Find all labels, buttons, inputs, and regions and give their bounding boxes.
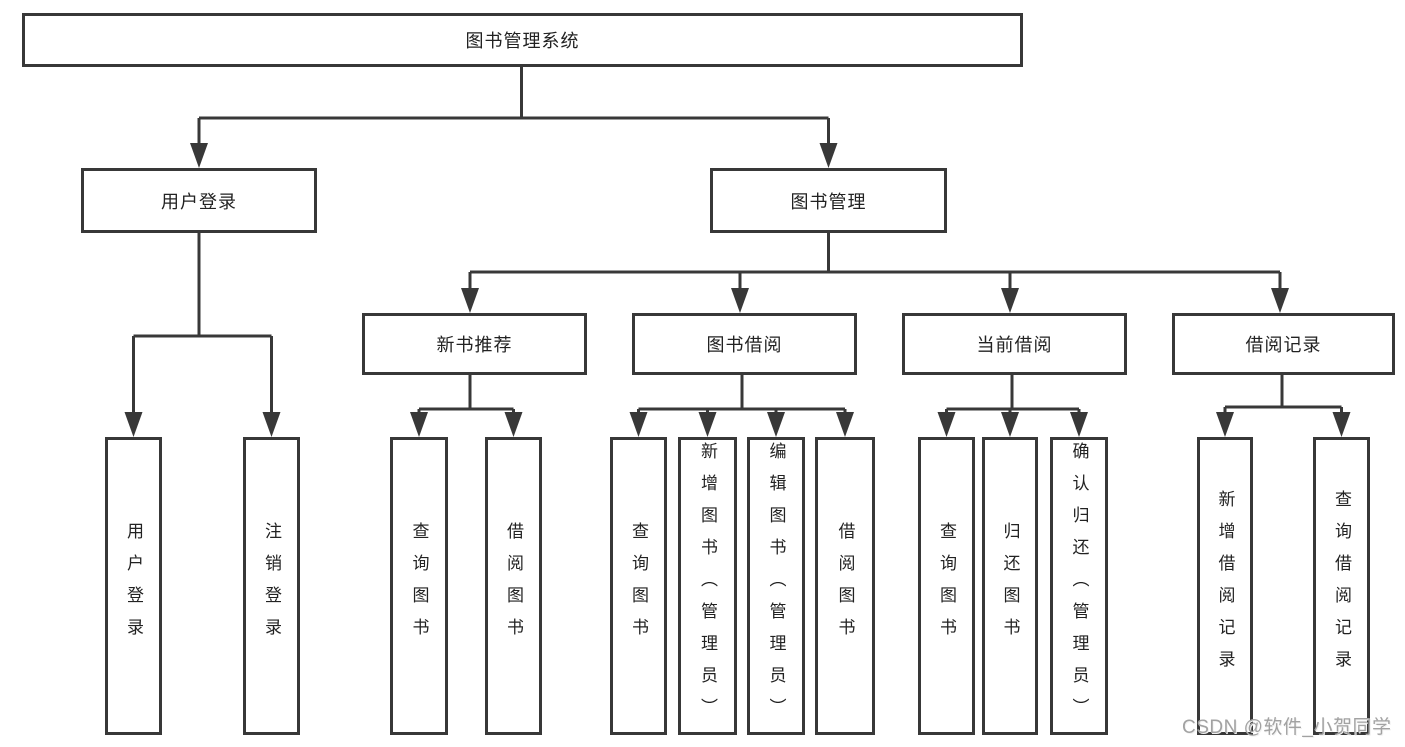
arrowhead-icon [819, 143, 838, 168]
node-label: 新增图书（管理员） [698, 442, 717, 730]
arrowhead-icon [836, 412, 854, 437]
node-label: 确认归还（管理员） [1069, 442, 1089, 730]
node-label: 借阅图书 [504, 522, 523, 650]
node-label: 新增借阅记录 [1215, 490, 1235, 682]
node-label: 查询图书 [629, 522, 648, 650]
edge-book-management-to-level3 [461, 233, 1289, 313]
edge-user-login-to-leaves [124, 233, 281, 437]
node-label: 注销登录 [262, 522, 281, 650]
leaf-query-borrow-record: 查询借阅记录 [1313, 437, 1370, 735]
arrowhead-icon [410, 412, 428, 437]
node-label: 查询图书 [409, 522, 429, 650]
leaf-return-books: 归还图书 [982, 437, 1038, 735]
node-label: 图书管理系统 [465, 31, 580, 51]
node-label: 图书管理 [790, 191, 867, 212]
node-book-borrowing: 图书借阅 [632, 313, 857, 375]
node-label: 新书推荐 [436, 335, 513, 355]
node-label: 编辑图书（管理员） [766, 442, 786, 730]
leaf-add-borrow-record: 新增借阅记录 [1197, 437, 1253, 735]
leaf-borrow-books: 借阅图书 [815, 437, 875, 735]
arrowhead-icon [731, 288, 749, 313]
edge-records-to-leaves [1216, 375, 1351, 437]
node-user-login: 用户登录 [81, 168, 317, 233]
csdn-watermark: CSDN @软件_小贺同学 [1182, 717, 1392, 738]
arrowhead-icon [190, 143, 208, 168]
arrowhead-icon [767, 412, 785, 437]
leaf-confirm-return-admin: 确认归还（管理员） [1050, 437, 1108, 735]
arrowhead-icon [698, 412, 717, 437]
arrowhead-icon [629, 412, 648, 437]
node-borrowing-records: 借阅记录 [1172, 313, 1395, 375]
leaf-user-login: 用户登录 [105, 437, 162, 735]
arrowhead-icon [937, 412, 956, 437]
node-label: 当前借阅 [976, 335, 1053, 355]
leaf-query-books-current: 查询图书 [918, 437, 975, 735]
arrowhead-icon [1001, 288, 1019, 313]
node-label: 查询图书 [937, 522, 956, 650]
arrowhead-icon [461, 288, 479, 313]
leaf-query-books-recommend: 查询图书 [390, 437, 448, 735]
arrowhead-icon [1070, 412, 1088, 437]
leaf-query-books-borrowing: 查询图书 [610, 437, 667, 735]
leaf-edit-books-admin: 编辑图书（管理员） [747, 437, 805, 735]
node-label: 借阅记录 [1245, 335, 1322, 355]
node-label: 借阅图书 [835, 522, 855, 650]
arrowhead-icon [1001, 412, 1019, 437]
arrowhead-icon [504, 412, 523, 437]
node-current-borrowing: 当前借阅 [902, 313, 1127, 375]
edge-recommend-to-leaves [410, 375, 523, 437]
node-new-book-recommendation: 新书推荐 [362, 313, 587, 375]
leaf-borrow-books-recommend: 借阅图书 [485, 437, 542, 735]
arrowhead-icon [1216, 412, 1234, 437]
arrowhead-icon [124, 412, 143, 437]
node-label: 归还图书 [1000, 522, 1020, 650]
node-label: 图书借阅 [706, 335, 783, 355]
edge-current-to-leaves [937, 375, 1088, 437]
leaf-add-books-admin: 新增图书（管理员） [678, 437, 737, 735]
arrowhead-icon [1271, 288, 1289, 313]
node-book-management: 图书管理 [710, 168, 947, 233]
node-label: 用户登录 [124, 522, 143, 650]
node-library-management-system: 图书管理系统 [22, 13, 1023, 67]
leaf-logout: 注销登录 [243, 437, 300, 735]
edge-root-to-level2 [190, 67, 838, 168]
arrowhead-icon [262, 412, 281, 437]
node-label: 查询借阅记录 [1332, 490, 1351, 682]
edge-borrowing-to-leaves [629, 375, 854, 437]
arrowhead-icon [1332, 412, 1351, 437]
node-label: 用户登录 [161, 191, 237, 212]
